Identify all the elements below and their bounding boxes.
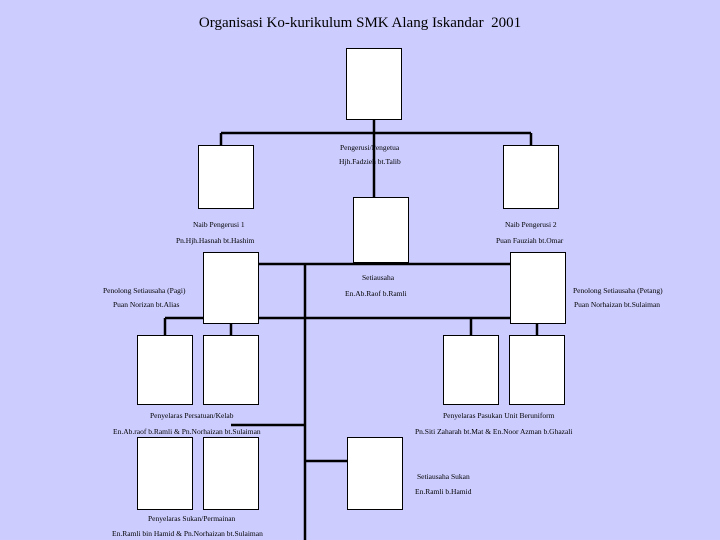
photo-pen-setiausaha-pagi	[203, 252, 259, 324]
photo-pasukan-2	[509, 335, 565, 405]
persatuan-name: En.Ab.raof b.Ramli & Pn.Norhaizan bt.Sul…	[113, 427, 261, 436]
setiausaha-title: Setiausaha	[362, 273, 395, 282]
photo-pasukan-1	[443, 335, 499, 405]
photo-persatuan-2	[203, 335, 259, 405]
naib1-title: Naib Pengerusi 1	[193, 220, 245, 229]
pasukan-name: Pn.Siti Zaharah bt.Mat & En.Noor Azman b…	[415, 427, 573, 436]
photo-naib1	[198, 145, 254, 209]
pen-setiausaha-petang-title: Penolong Setiausaha (Petang)	[573, 286, 663, 295]
pen-setiausaha-pagi-title: Penolong Setiausaha (Pagi)	[103, 286, 186, 295]
naib2-title: Naib Pengerusi 2	[505, 220, 557, 229]
pasukan-title: Penyelaras Pasukan Unit Beruniform	[443, 411, 555, 420]
sukan-name: En.Ramli bin Hamid & Pn.Norhaizan bt.Sul…	[112, 529, 263, 538]
photo-pen-setiausaha-petang	[510, 252, 566, 324]
photo-sukan-2	[203, 437, 259, 510]
photo-naib2	[503, 145, 559, 209]
pengerusi-name: Hjh.Fadzieh bt.Talib	[339, 157, 401, 166]
sukan-title: Penyelaras Sukan/Permainan	[148, 514, 236, 523]
setiausaha-sukan-title: Setiausaha Sukan	[417, 472, 470, 481]
naib1-name: Pn.Hjh.Hasnah bt.Hashim	[176, 236, 255, 245]
pen-setiausaha-pagi-name: Puan Norizan bt.Alias	[113, 300, 180, 309]
setiausaha-name: En.Ab.Raof b.Ramli	[345, 289, 407, 298]
pen-setiausaha-petang-name: Puan Norhaizan bt.Sulaiman	[574, 300, 661, 309]
setiausaha-sukan-name: En.Ramli b.Hamid	[415, 487, 472, 496]
persatuan-title: Penyelaras Persatuan/Kelab	[150, 411, 234, 420]
photo-setiausaha-sukan	[347, 437, 403, 510]
chart-title: Organisasi Ko-kurikulum SMK Alang Iskand…	[198, 15, 522, 31]
naib2-name: Puan Fauziah bt.Omar	[496, 236, 564, 245]
photo-sukan-1	[137, 437, 193, 510]
photo-pengerusi	[346, 48, 402, 120]
photo-setiausaha	[353, 197, 409, 263]
photo-persatuan-1	[137, 335, 193, 405]
pengerusi-title: Pengerusi/Pengetua	[340, 143, 400, 152]
